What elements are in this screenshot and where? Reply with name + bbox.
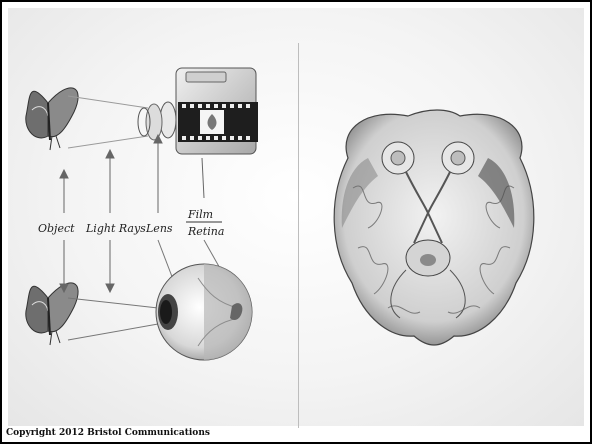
eye-camera-brain-diagram: Object Light Rays Lens Film Retina (8, 8, 584, 426)
object-arrows (60, 135, 204, 292)
light-rays-top (68, 96, 148, 148)
butterfly-bottom (26, 283, 78, 345)
eye-cross-section (156, 264, 252, 360)
diagram-panel: Object Light Rays Lens Film Retina (8, 8, 584, 426)
brain-illustration (334, 110, 534, 345)
copyright-footer: Copyright 2012 Bristol Communications (6, 428, 210, 438)
label-film: Film (187, 208, 213, 221)
label-retina: Retina (187, 225, 224, 238)
label-lens: Lens (145, 222, 173, 235)
label-light-rays: Light Rays (85, 222, 146, 235)
butterfly-top (26, 88, 78, 150)
label-object: Object (38, 222, 75, 235)
